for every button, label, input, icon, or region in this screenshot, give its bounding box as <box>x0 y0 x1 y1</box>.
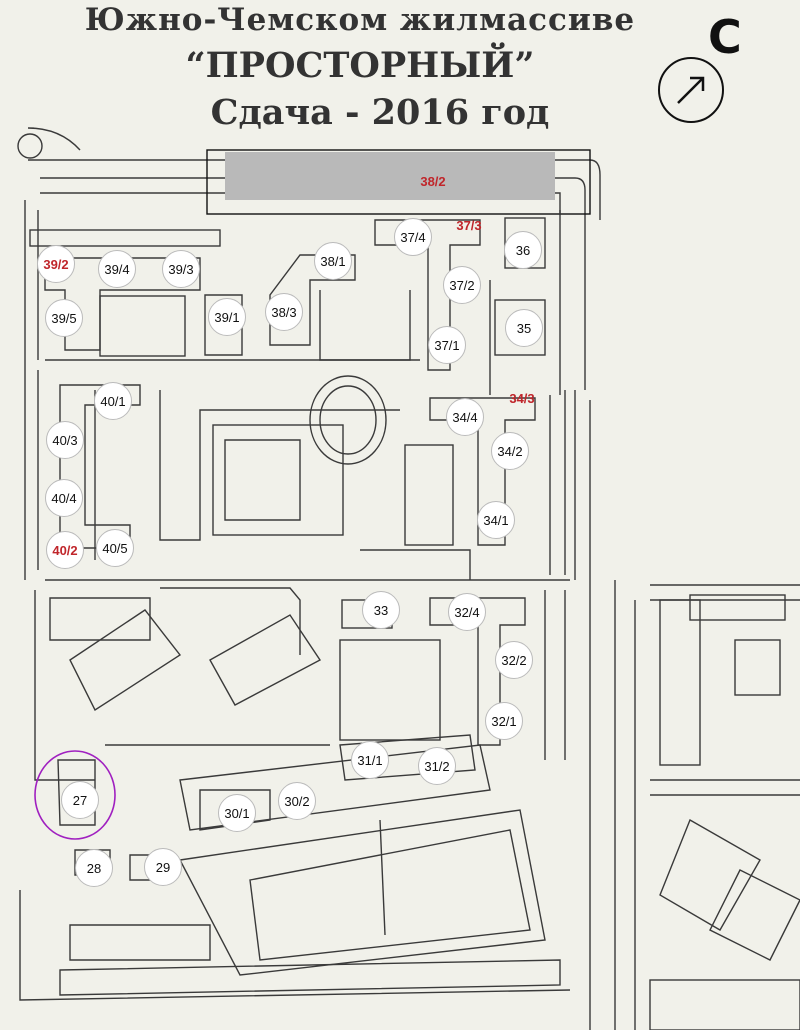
building-label-31-2[interactable]: 31/2 <box>418 747 456 785</box>
compass-north-letter: С <box>708 10 742 64</box>
blurred-building-38-2 <box>225 152 555 200</box>
building-label-37-4[interactable]: 37/4 <box>394 218 432 256</box>
building-label-40-3[interactable]: 40/3 <box>46 421 84 459</box>
building-label-39-2[interactable]: 39/2 <box>37 245 75 283</box>
building-label-35[interactable]: 35 <box>505 309 543 347</box>
building-label-30-2[interactable]: 30/2 <box>278 782 316 820</box>
building-label-40-2[interactable]: 40/2 <box>46 531 84 569</box>
building-label-34-4[interactable]: 34/4 <box>446 398 484 436</box>
building-label-40-1[interactable]: 40/1 <box>94 382 132 420</box>
building-label-38-1[interactable]: 38/1 <box>314 242 352 280</box>
building-label-27[interactable]: 27 <box>61 781 99 819</box>
building-label-38-3[interactable]: 38/3 <box>265 293 303 331</box>
building-label-39-1[interactable]: 39/1 <box>208 298 246 336</box>
building-label-32-2[interactable]: 32/2 <box>495 641 533 679</box>
highlight-circle-27 <box>34 750 116 840</box>
building-label-37-3[interactable]: 37/3 <box>456 217 482 233</box>
building-label-31-1[interactable]: 31/1 <box>351 741 389 779</box>
building-label-38-2[interactable]: 38/2 <box>420 173 446 189</box>
building-label-40-4[interactable]: 40/4 <box>45 479 83 517</box>
header-completion-year: Сдача - 2016 год <box>210 92 550 133</box>
building-label-37-1[interactable]: 37/1 <box>428 326 466 364</box>
building-label-32-4[interactable]: 32/4 <box>448 593 486 631</box>
building-label-30-1[interactable]: 30/1 <box>218 794 256 832</box>
building-label-32-1[interactable]: 32/1 <box>485 702 523 740</box>
building-label-28[interactable]: 28 <box>75 849 113 887</box>
building-label-40-5[interactable]: 40/5 <box>96 529 134 567</box>
building-label-39-4[interactable]: 39/4 <box>98 250 136 288</box>
map-header: Южно-Чемском жилмассиве “ПРОСТОРНЫЙ” Сда… <box>0 0 800 140</box>
building-label-34-1[interactable]: 34/1 <box>477 501 515 539</box>
building-label-39-5[interactable]: 39/5 <box>45 299 83 337</box>
header-district: Южно-Чемском жилмассиве <box>84 2 636 38</box>
building-label-34-2[interactable]: 34/2 <box>491 432 529 470</box>
header-complex-name: “ПРОСТОРНЫЙ” <box>185 45 535 86</box>
building-label-39-3[interactable]: 39/3 <box>162 250 200 288</box>
road-top-left <box>27 127 81 151</box>
building-label-34-3[interactable]: 34/3 <box>509 390 535 406</box>
building-label-37-2[interactable]: 37/2 <box>443 266 481 304</box>
compass-icon <box>658 57 724 123</box>
arrow-northeast-icon <box>677 76 705 104</box>
building-label-29[interactable]: 29 <box>144 848 182 886</box>
building-label-33[interactable]: 33 <box>362 591 400 629</box>
building-label-36[interactable]: 36 <box>504 231 542 269</box>
